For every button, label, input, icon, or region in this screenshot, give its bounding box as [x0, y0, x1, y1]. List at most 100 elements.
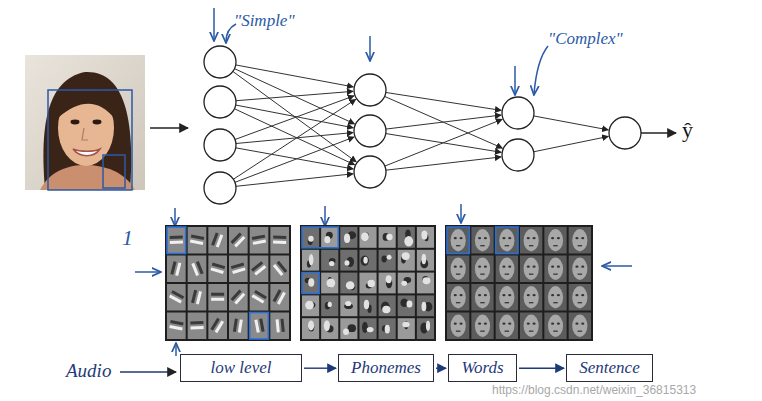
- face-feature: [581, 237, 584, 239]
- annotation-box: [496, 227, 518, 254]
- face-feature: [478, 237, 481, 239]
- tile-ground: [569, 284, 591, 311]
- face-feature: [533, 323, 536, 325]
- face-feature: [508, 323, 511, 325]
- face-feature: [478, 294, 481, 296]
- annotations: [135, 8, 632, 356]
- feature-tile: [379, 227, 396, 248]
- feature-tile: [417, 273, 434, 294]
- part-feature: [426, 321, 430, 331]
- process-box: Phonemes: [338, 354, 434, 382]
- part-feature: [385, 325, 390, 334]
- face-feature: [533, 294, 536, 296]
- edge-feature: [197, 262, 202, 274]
- tile-ground: [250, 313, 269, 340]
- part-feature: [362, 322, 368, 333]
- face-feature: [548, 286, 563, 308]
- tile-ground: [398, 318, 415, 339]
- face-feature: [499, 258, 514, 280]
- edge-feature: [231, 264, 244, 268]
- part-feature: [402, 322, 409, 328]
- feature-tile: [398, 227, 415, 248]
- feature-tile: [520, 313, 542, 340]
- part-feature: [368, 280, 375, 287]
- part-feature: [421, 230, 427, 239]
- feature-tile: [569, 284, 591, 311]
- feature-tile: [544, 313, 566, 340]
- network-connection: [235, 96, 354, 140]
- tile-ground: [340, 295, 357, 316]
- edge-feature: [278, 292, 284, 303]
- face-feature: [578, 274, 582, 275]
- eye: [71, 120, 80, 125]
- network-connection: [236, 105, 354, 128]
- part-feature: [345, 260, 350, 265]
- part-feature: [328, 302, 332, 307]
- face-feature: [460, 237, 463, 239]
- feature-tile: [398, 295, 415, 316]
- part-feature: [329, 261, 334, 266]
- face-feature: [529, 302, 533, 303]
- face-feature: [581, 294, 584, 296]
- face-feature: [508, 237, 511, 239]
- face-feature: [505, 302, 509, 303]
- network-connection: [534, 116, 609, 130]
- edge-feature: [170, 241, 183, 244]
- network-connection: [236, 91, 353, 100]
- face-feature: [572, 286, 587, 308]
- tile-ground: [250, 256, 269, 283]
- tile-ground: [379, 295, 396, 316]
- feature-tile: [167, 256, 186, 283]
- feature-tile: [379, 273, 396, 294]
- feature-tile: [208, 284, 227, 311]
- face-feature: [557, 323, 560, 325]
- annotation-box: [302, 273, 319, 294]
- output-arrow: [641, 132, 676, 133]
- feature-grid: [300, 225, 436, 341]
- flow-arrow: [519, 367, 564, 368]
- tile-ground: [340, 227, 357, 248]
- feature-tile: [270, 284, 289, 311]
- annotation-text: "Complex": [548, 30, 623, 49]
- feature-tile: [167, 227, 186, 254]
- part-feature: [404, 236, 413, 246]
- tile-ground: [447, 313, 469, 340]
- annotation-arrow: [460, 204, 462, 222]
- neuron: [354, 74, 386, 106]
- photo-ground: [25, 55, 145, 190]
- face-feature: [480, 331, 484, 332]
- tile-ground: [208, 284, 227, 311]
- feature-tile: [359, 227, 376, 248]
- feature-tile: [229, 284, 248, 311]
- face-feature: [505, 331, 509, 332]
- feature-tile: [250, 313, 269, 340]
- edge-feature: [256, 320, 258, 333]
- edge-feature: [235, 294, 244, 304]
- face-feature: [548, 258, 563, 280]
- feature-tile: [229, 313, 248, 340]
- feature-tile: [321, 295, 338, 316]
- feature-tile: [302, 295, 319, 316]
- face-feature: [499, 286, 514, 308]
- audio-arrow: [120, 371, 176, 372]
- face-feature: [578, 302, 582, 303]
- input-arrow: [150, 127, 188, 128]
- edge-feature: [277, 319, 278, 332]
- edge-feature: [170, 326, 183, 328]
- tile-ground: [302, 227, 319, 248]
- face-feature: [460, 323, 463, 325]
- feature-tile: [398, 250, 415, 271]
- tile-ground: [321, 318, 338, 339]
- flow-arrow: [436, 367, 446, 368]
- face-feature: [451, 286, 466, 308]
- nose: [82, 128, 88, 140]
- edge-feature: [217, 235, 222, 247]
- feature-tile: [496, 227, 518, 254]
- feature-tile: [229, 227, 248, 254]
- output-symbol: ŷ: [682, 118, 693, 142]
- face-feature: [572, 315, 587, 337]
- tile-ground: [398, 295, 415, 316]
- feature-tile: [302, 318, 319, 339]
- neuron: [204, 129, 236, 161]
- face-feature: [508, 266, 511, 268]
